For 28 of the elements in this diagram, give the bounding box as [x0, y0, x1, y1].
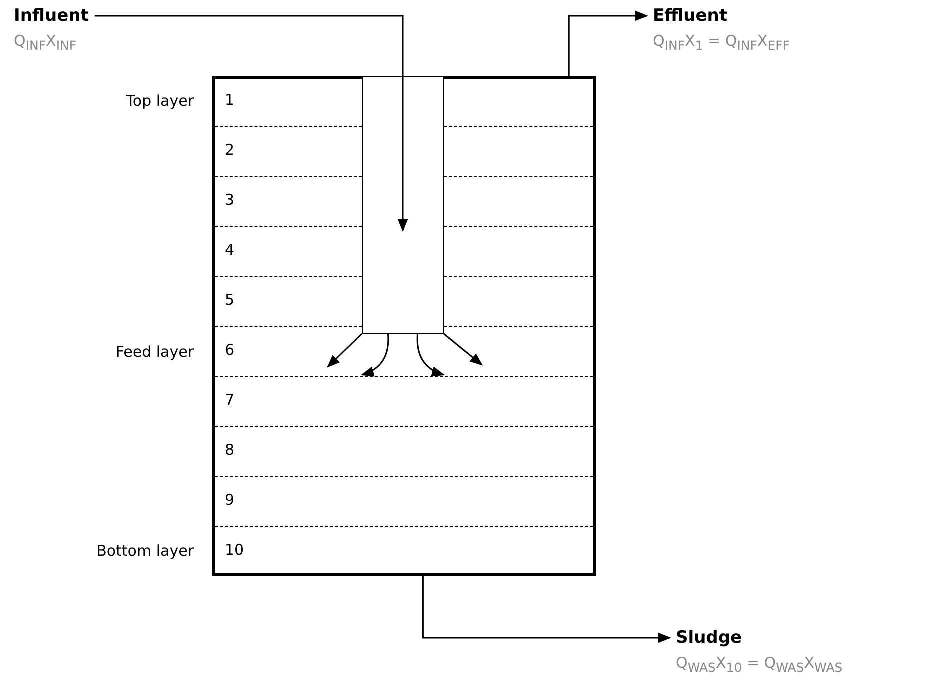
layer-number: 8 [225, 441, 235, 459]
layer-number: 5 [225, 291, 235, 309]
layer-number: 10 [225, 541, 244, 559]
flow-line [94, 15, 408, 232]
stream-label: Influent [14, 6, 89, 26]
layer-number: 9 [225, 491, 235, 509]
flow-formula: Q$_{INF}$X$_{INF}$ [14, 32, 78, 53]
layer-label: Bottom layer [96, 542, 194, 560]
flow-arrow [327, 333, 363, 368]
flow-line [568, 10, 648, 76]
stream-label: Effluent [653, 6, 728, 26]
feed-well [362, 76, 444, 334]
layer-number: 4 [225, 241, 235, 259]
layer-number: 1 [225, 91, 235, 109]
layer-number: 2 [225, 141, 235, 159]
flow-arrow [361, 334, 390, 376]
layer-number: 7 [225, 391, 235, 409]
flow-formula: Q$_{INF}$X$_{1}$ = Q$_{INF}$X$_{EFF}$ [653, 32, 790, 53]
stream-label: Sludge [676, 628, 744, 648]
flow-arrow [444, 333, 483, 366]
flow-formula: Q$_{WAS}$X$_{10}$ = Q$_{WAS}$X$_{WAS}$ [676, 654, 843, 675]
layer-number: 6 [225, 341, 235, 359]
layer-label: Top layer [126, 92, 194, 110]
vessel-outline [212, 76, 596, 576]
layer-number: 3 [225, 191, 235, 209]
layer-label: Feed layer [116, 343, 194, 361]
flow-arrow [416, 334, 445, 376]
flow-line [422, 576, 672, 644]
